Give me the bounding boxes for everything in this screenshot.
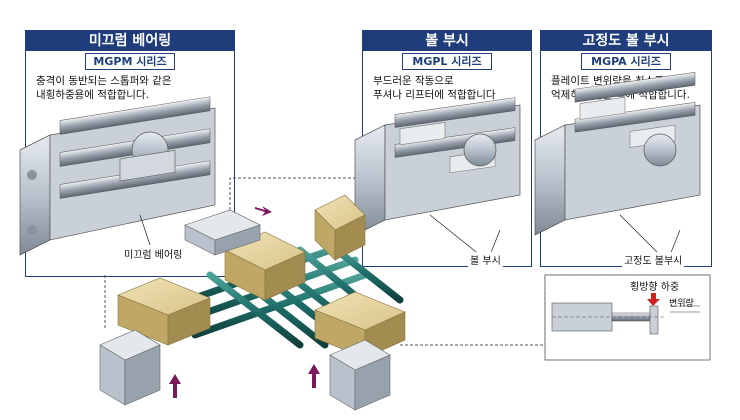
arrow-push-icon <box>255 206 272 216</box>
lifter-cylinder-left <box>99 329 161 406</box>
callout-line-mgpm <box>139 214 151 246</box>
box-top-right <box>314 194 366 261</box>
callout-line-mgpl-1 <box>429 214 481 256</box>
panel-mgpm-series: MGPM 시리즈 <box>85 53 175 70</box>
cylinder-mgpl-illustration <box>354 97 521 236</box>
callout-line-mgpl-2 <box>489 229 501 256</box>
callout-mgpa: 고정도 볼부시 <box>622 252 685 267</box>
panel-mgpl-title: 볼 부시 <box>363 31 531 51</box>
box-left <box>117 277 211 346</box>
arrow-up-left-icon <box>169 374 181 398</box>
cylinder-mgpm-illustration <box>19 96 216 256</box>
connector-mid <box>229 177 360 215</box>
panel-mgpm-desc: 충격이 동반되는 스톱퍼와 같은 내횡하중용에 적합합니다. <box>36 75 172 101</box>
inset-disp-label: 변위량 <box>669 299 694 309</box>
callout-mgpm: 미끄럼 베어링 <box>122 246 185 261</box>
panel-mgpa-series: MGPA 시리즈 <box>581 53 671 70</box>
inset-cylinder <box>551 302 665 335</box>
pusher-cylinder <box>184 209 261 256</box>
lifter-cylinder-right <box>329 339 391 411</box>
callout-line-mgpa-2 <box>669 229 681 256</box>
inset-load-label: 횡방향 하중 <box>628 278 682 293</box>
arrow-up-right-icon <box>308 364 320 388</box>
panel-mgpm-title: 미끄럼 베어링 <box>26 31 234 51</box>
cylinder-mgpa-illustration <box>534 72 701 236</box>
load-arrow-icon <box>647 290 660 306</box>
callout-mgpl: 볼 부시 <box>468 252 503 267</box>
panel-mgpl-series: MGPL 시리즈 <box>402 53 492 70</box>
panel-mgpa-title: 고정도 볼 부시 <box>541 31 711 51</box>
panel-mgpl-desc: 부드러운 작동으로 푸셔나 리프터에 적합합니다 <box>373 75 496 101</box>
callout-line-mgpa-1 <box>619 214 661 256</box>
